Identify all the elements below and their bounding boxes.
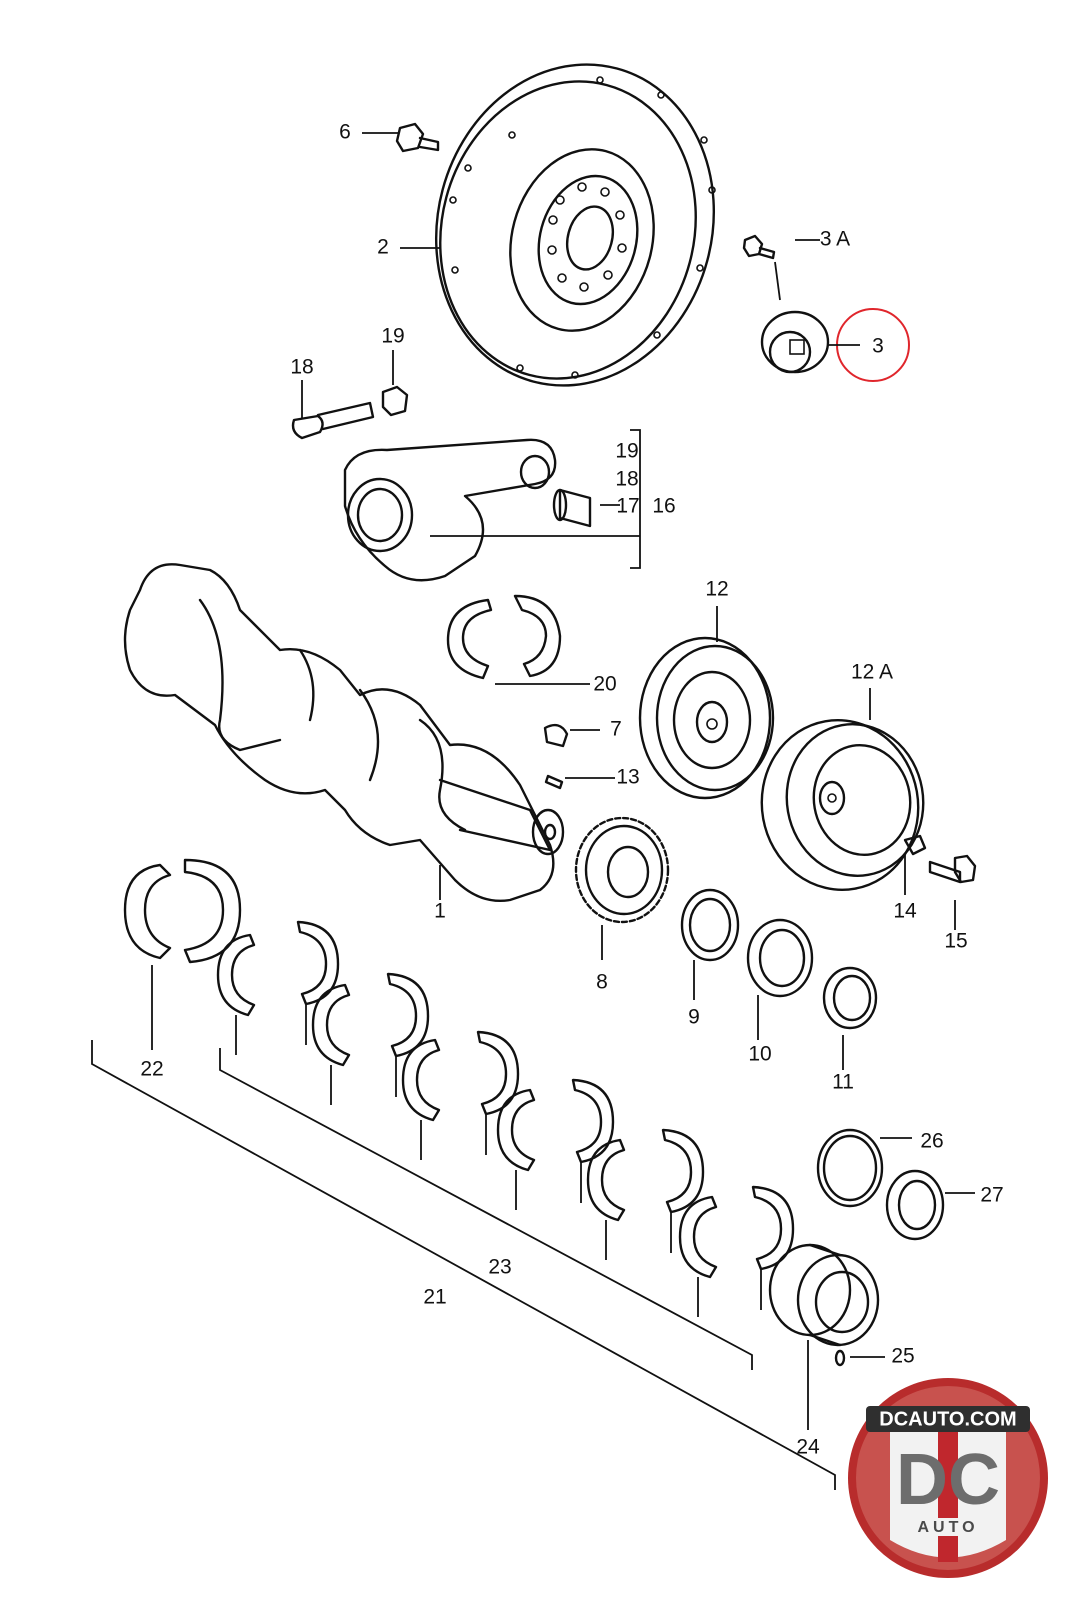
callout-16: 16 bbox=[652, 495, 675, 518]
callout-3a: 3 A bbox=[820, 228, 850, 251]
hub-part-3 bbox=[760, 310, 830, 374]
bearing-shell bbox=[311, 983, 351, 1067]
bearing-shell bbox=[386, 972, 430, 1058]
bearing-shell bbox=[476, 1030, 520, 1116]
pulley-bolt-part bbox=[928, 854, 977, 884]
bolt-3a-part bbox=[742, 234, 781, 301]
logo-mark-text: DC bbox=[896, 1440, 1000, 1520]
bearing-shell bbox=[216, 933, 256, 1017]
logo-top-text: DCAUTO.COM bbox=[879, 1408, 1016, 1430]
callout-6: 6 bbox=[339, 121, 351, 144]
flex-plate-part bbox=[434, 63, 716, 387]
damper-pulley-part bbox=[760, 719, 927, 891]
callout-17: 17 bbox=[616, 495, 639, 518]
bearing-shell bbox=[496, 1088, 536, 1172]
callout-18-bolt: 18 bbox=[290, 356, 313, 379]
dcauto-logo: DCAUTO.COM DC AUTO bbox=[848, 1378, 1048, 1578]
callout-2: 2 bbox=[377, 236, 389, 259]
callout-11: 11 bbox=[832, 1071, 854, 1094]
bearing-shell bbox=[678, 1195, 718, 1279]
pin-part bbox=[544, 774, 564, 790]
callout-21: 21 bbox=[423, 1286, 446, 1309]
timing-gear-part bbox=[574, 816, 670, 924]
callout-8: 8 bbox=[596, 971, 608, 994]
callout-labels: 6 2 3 A 3 19 18 19 18 17 16 12 12 A 20 7… bbox=[140, 121, 1003, 1459]
callout-3: 3 bbox=[872, 335, 884, 358]
callout-7: 7 bbox=[610, 718, 622, 741]
callout-20: 20 bbox=[593, 673, 616, 696]
callout-10: 10 bbox=[748, 1043, 771, 1066]
callout-24: 24 bbox=[796, 1436, 820, 1459]
callout-25: 25 bbox=[891, 1345, 914, 1368]
dowel-pin-part bbox=[834, 1349, 846, 1367]
callout-13: 13 bbox=[616, 766, 639, 789]
logo-bottom-text: AUTO bbox=[917, 1519, 978, 1536]
callout-19-nut: 19 bbox=[381, 325, 404, 348]
crankshaft-part bbox=[123, 563, 565, 902]
bearing-shell bbox=[571, 1078, 615, 1164]
callout-26: 26 bbox=[920, 1130, 943, 1153]
callout-15: 15 bbox=[944, 930, 967, 953]
rod-bearing-shells-part bbox=[446, 594, 562, 680]
flywheel-bolt-part bbox=[395, 122, 440, 153]
callout-14: 14 bbox=[893, 900, 917, 923]
bearing-shell bbox=[661, 1128, 705, 1214]
main-bearing-shells-part bbox=[216, 920, 795, 1317]
callout-9: 9 bbox=[688, 1006, 700, 1029]
bearing-shell bbox=[586, 1138, 626, 1222]
connecting-rod-part bbox=[343, 438, 592, 582]
callout-1: 1 bbox=[434, 900, 446, 923]
key-part bbox=[543, 723, 569, 748]
bearing-shell bbox=[401, 1038, 441, 1122]
callout-27: 27 bbox=[980, 1184, 1003, 1207]
callout-22: 22 bbox=[140, 1058, 163, 1081]
pulley-part bbox=[638, 636, 775, 800]
callout-12: 12 bbox=[705, 578, 728, 601]
snap-ring-part bbox=[822, 966, 878, 1030]
intermediate-bearing-part bbox=[768, 1243, 880, 1347]
callout-18-group: 18 bbox=[615, 468, 638, 491]
leader-lines bbox=[151, 132, 975, 1430]
bearing-shell bbox=[296, 920, 340, 1006]
rear-seal-part bbox=[885, 1169, 945, 1241]
bearing-shell bbox=[751, 1185, 795, 1271]
callout-12a: 12 A bbox=[851, 661, 893, 684]
callout-19-group: 19 bbox=[615, 440, 638, 463]
seal-part bbox=[746, 918, 814, 998]
group-bracket-21 bbox=[91, 1040, 836, 1490]
thrust-bearing-part bbox=[123, 858, 242, 964]
rod-bolt-part bbox=[291, 385, 409, 440]
group-bracket-16 bbox=[630, 429, 641, 569]
callout-23: 23 bbox=[488, 1256, 511, 1279]
o-ring-part bbox=[816, 1128, 884, 1208]
spacer-ring-part bbox=[680, 888, 740, 962]
group-bracket-23 bbox=[219, 1048, 753, 1370]
